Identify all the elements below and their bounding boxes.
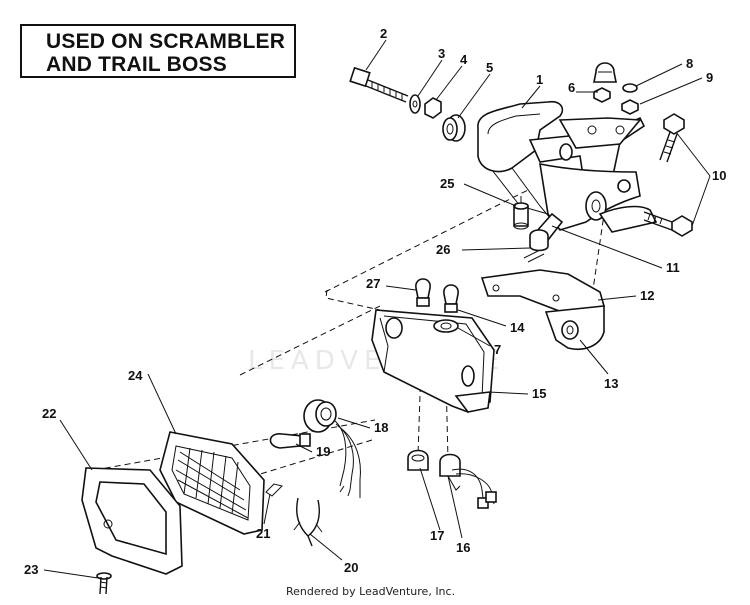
callout-4: 4	[460, 52, 468, 67]
part-screw-23	[96, 572, 112, 595]
callout-6: 6	[568, 80, 575, 95]
callout-2: 2	[380, 26, 387, 41]
title-box: USED ON SCRAMBLER AND TRAIL BOSS	[20, 24, 296, 78]
part-bracket-1	[477, 100, 658, 233]
callout-18: 18	[374, 420, 388, 435]
part-nut-4	[424, 97, 442, 119]
callout-13: 13	[604, 376, 618, 391]
part-clip-21	[265, 483, 283, 497]
part-bolt-10-lower	[643, 211, 693, 237]
part-insert-25	[513, 196, 529, 230]
part-cap-nut-6	[593, 62, 617, 83]
callout-15: 15	[532, 386, 546, 401]
callout-16: 16	[456, 540, 470, 555]
part-grommet-5	[442, 114, 466, 142]
part-bulb-27	[415, 278, 431, 307]
leader-lines	[43, 39, 711, 579]
callout-12: 12	[640, 288, 654, 303]
callout-3: 3	[438, 46, 445, 61]
part-housing-15	[371, 309, 495, 413]
part-mount-bracket-12	[480, 269, 606, 350]
part-socket-17	[407, 449, 429, 471]
callout-25: 25	[440, 176, 454, 191]
callout-20: 20	[344, 560, 358, 575]
callout-7: 7	[494, 342, 501, 357]
part-bulb-19	[269, 433, 311, 449]
part-bolt-10-upper	[659, 113, 685, 163]
part-bezel-22	[81, 467, 183, 575]
part-washer-3	[409, 94, 421, 114]
callout-9: 9	[706, 70, 713, 85]
callout-27: 27	[366, 276, 380, 291]
callout-26: 26	[436, 242, 450, 257]
callout-17: 17	[430, 528, 444, 543]
callout-14: 14	[510, 320, 525, 335]
part-socket-18	[303, 399, 361, 498]
part-switch-11	[523, 212, 564, 263]
callout-1: 1	[536, 72, 543, 87]
part-bolt-2	[349, 66, 409, 103]
callout-21: 21	[256, 526, 270, 541]
callout-10: 10	[712, 168, 726, 183]
callout-23: 23	[24, 562, 38, 577]
title-line-1: USED ON SCRAMBLER	[46, 30, 286, 53]
callout-11: 11	[666, 260, 680, 275]
part-socket-16	[439, 453, 497, 509]
part-nut-9	[621, 99, 639, 115]
title-line-2: AND TRAIL BOSS	[46, 53, 227, 76]
callout-5: 5	[486, 60, 493, 75]
part-bulb-14	[443, 284, 459, 313]
part-spring-clip-20	[293, 497, 323, 547]
callout-8: 8	[686, 56, 693, 71]
footer-credit: Rendered by LeadVenture, Inc.	[286, 585, 456, 598]
callout-labels: 2 3 4 5 1 6 8 9 10 25 26 11 12 13 27 14 …	[24, 26, 726, 577]
callout-19: 19	[316, 444, 330, 459]
callout-22: 22	[42, 406, 56, 421]
part-nut-6	[593, 87, 611, 103]
part-lens-24	[159, 431, 265, 535]
callout-24: 24	[128, 368, 143, 383]
part-socket-7	[433, 319, 459, 333]
part-washer-8	[622, 83, 638, 93]
